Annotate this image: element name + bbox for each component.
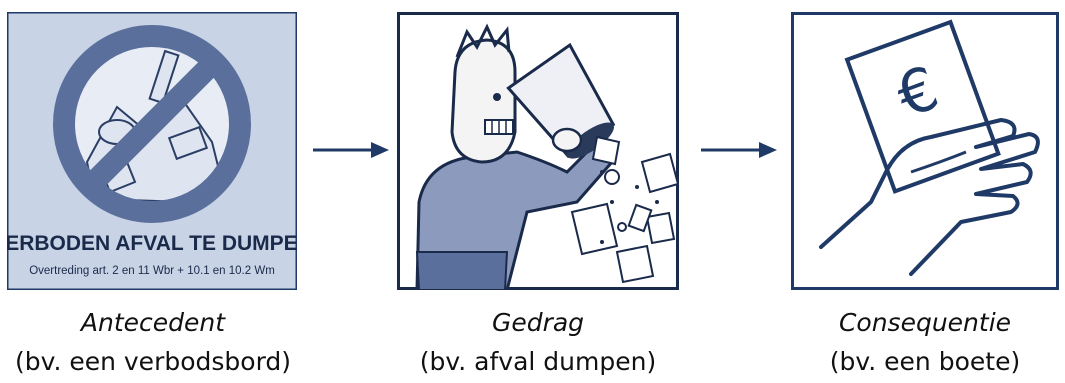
- gedrag-title: Gedrag: [388, 306, 688, 340]
- antecedent-title: Antecedent: [3, 306, 303, 340]
- consequentie-title: Consequentie: [775, 306, 1065, 340]
- antecedent-subtitle: (bv. een verbodsbord): [3, 344, 303, 380]
- arrow-right-icon: [701, 140, 777, 160]
- consequentie-image: €: [791, 12, 1059, 290]
- antecedent-image: VERBODEN AFVAL TE DUMPEN Overtreding art…: [7, 12, 297, 290]
- consequentie-subtitle: (bv. een boete): [775, 344, 1065, 380]
- sign-title: VERBODEN AFVAL TE DUMPEN: [7, 232, 297, 255]
- no-dumping-sign-icon: VERBODEN AFVAL TE DUMPEN Overtreding art…: [7, 12, 297, 290]
- consequentie-caption: Consequentie (bv. een boete): [775, 306, 1065, 380]
- hand-holding-euro-note-icon: €: [791, 12, 1059, 290]
- arrow-right-icon: [313, 140, 389, 160]
- person-dumping-trash-icon: [397, 12, 679, 290]
- antecedent-caption: Antecedent (bv. een verbodsbord): [3, 306, 303, 380]
- gedrag-caption: Gedrag (bv. afval dumpen): [388, 306, 688, 380]
- gedrag-image: [397, 12, 679, 290]
- sign-subtitle: Overtreding art. 2 en 11 Wbr + 10.1 en 1…: [29, 265, 275, 277]
- gedrag-subtitle: (bv. afval dumpen): [388, 344, 688, 380]
